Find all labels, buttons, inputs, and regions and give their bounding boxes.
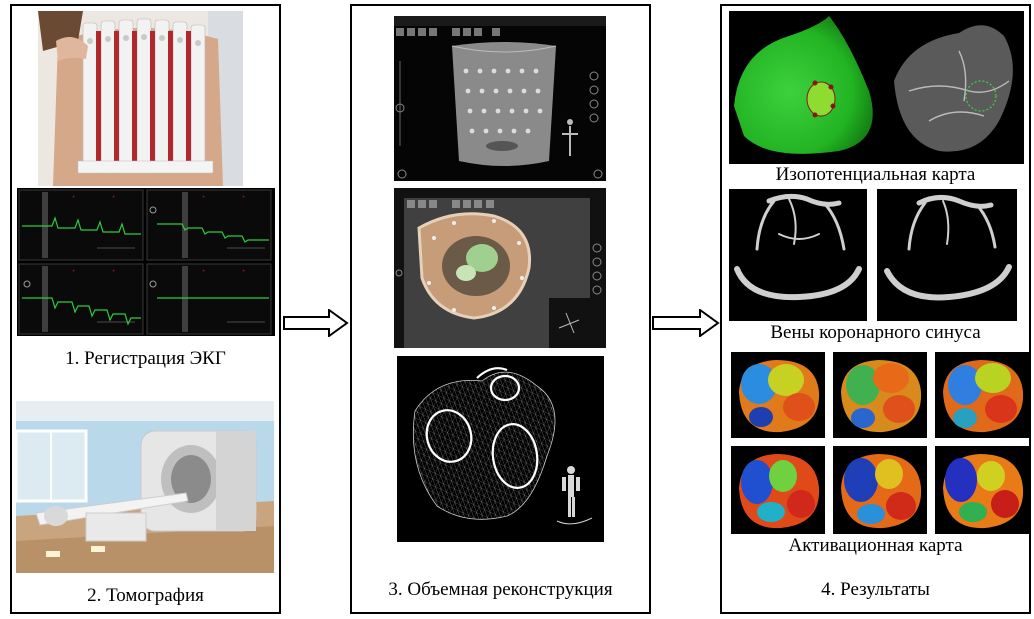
- arrow-right-icon: [283, 309, 349, 337]
- step-4-caption: 4. Результаты: [821, 579, 930, 600]
- svg-text:+: +: [242, 268, 245, 273]
- arrow-right-icon: [652, 309, 720, 337]
- step-4-panel: Изопотенциальная карта: [720, 4, 1031, 614]
- ct-scanner-photo: [16, 401, 274, 573]
- svg-text:+: +: [72, 268, 75, 273]
- svg-text:+: +: [112, 268, 115, 273]
- activation-map-tile: [935, 446, 1029, 534]
- svg-text:+: +: [202, 194, 205, 199]
- ecg-vest-photo: [38, 11, 243, 186]
- isopotential-map-image: [729, 11, 1024, 164]
- activation-map-tile: [731, 352, 825, 438]
- step-1-caption: 1. Регистрация ЭКГ: [65, 348, 226, 369]
- svg-text:+: +: [112, 194, 115, 199]
- activation-map-tile: [833, 446, 927, 534]
- torso-model-screen: [394, 16, 606, 181]
- veins-caption: Вены коронарного синуса: [770, 322, 981, 343]
- heart-model-screen: [394, 188, 606, 348]
- activation-map-tile: [731, 446, 825, 534]
- svg-text:+: +: [242, 194, 245, 199]
- activation-map-tile: [833, 352, 927, 438]
- activation-map-caption: Активационная карта: [788, 535, 963, 556]
- activation-map-tile: [935, 352, 1029, 438]
- coronary-sinus-vein-left: [729, 189, 867, 321]
- wireframe-heart-model: [397, 356, 604, 542]
- step-2-caption: 2. Томография: [87, 585, 204, 606]
- svg-text:+: +: [202, 268, 205, 273]
- ecg-recording-screen: + + + + + + + +: [17, 188, 275, 336]
- step-3-caption: 3. Объемная реконструкция: [388, 579, 613, 600]
- isopotential-map-caption: Изопотенциальная карта: [775, 164, 976, 185]
- svg-text:+: +: [72, 194, 75, 199]
- step-3-panel: 3. Объемная реконструкция: [350, 4, 651, 614]
- coronary-sinus-vein-right: [877, 189, 1017, 321]
- step-1-panel: + + + + + + + + 1. Регистрация ЭКГ: [10, 4, 281, 614]
